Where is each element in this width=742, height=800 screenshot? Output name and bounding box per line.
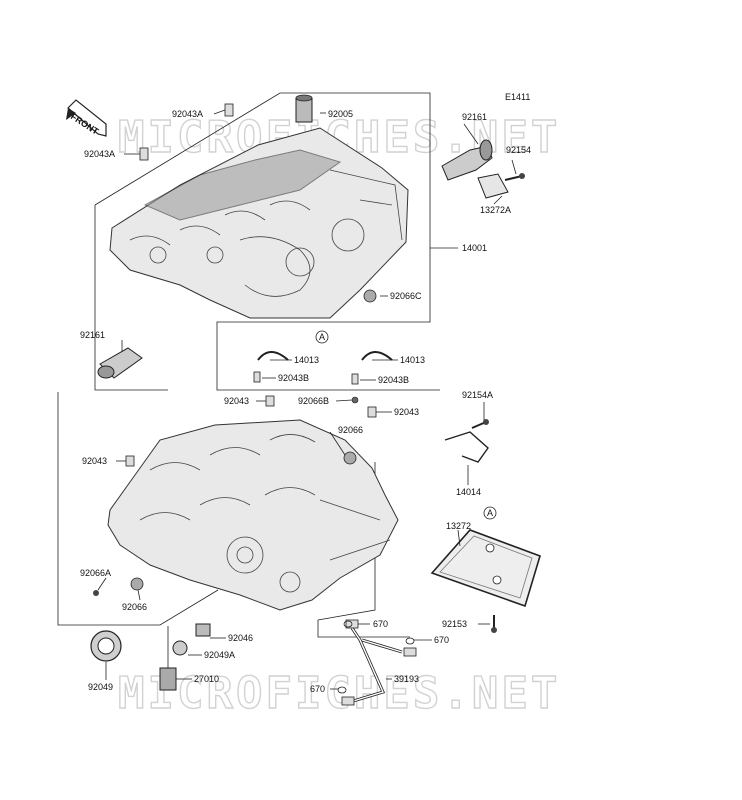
label-92154A: 92154A xyxy=(462,390,493,400)
label-670-c: 670 xyxy=(310,684,325,694)
label-14001: 14001 xyxy=(462,243,487,253)
ref-marker-bottom: A xyxy=(483,506,497,520)
label-14013-left: 14013 xyxy=(294,355,319,365)
bearing-14013-right xyxy=(361,351,393,361)
label-92066: 92066 xyxy=(338,425,363,435)
label-92066C: 92066C xyxy=(390,291,422,301)
label-92153: 92153 xyxy=(442,619,467,629)
label-92049: 92049 xyxy=(88,682,113,692)
label-670-b: 670 xyxy=(434,635,449,645)
upper-crankcase xyxy=(109,127,409,319)
dowel-92043A-left xyxy=(139,147,149,161)
label-14014: 14014 xyxy=(456,487,481,497)
label-670-a: 670 xyxy=(373,619,388,629)
label-27010: 27010 xyxy=(194,674,219,684)
plug-92066A xyxy=(93,590,99,596)
part-92005 xyxy=(295,94,313,123)
part-92161-top xyxy=(441,139,493,181)
switch-27010 xyxy=(159,626,177,691)
dowel-92043B-left xyxy=(253,371,261,383)
watermark-bottom: MICROFICHES.NET xyxy=(118,668,560,719)
label-92161-top: 92161 xyxy=(462,112,487,122)
label-92043-right: 92043 xyxy=(394,407,419,417)
label-92005: 92005 xyxy=(328,109,353,119)
label-92066-bottom: 92066 xyxy=(122,602,147,612)
label-92043-top: 92043 xyxy=(224,396,249,406)
label-92043B-left: 92043B xyxy=(278,373,309,383)
dowel-92043A-top xyxy=(224,103,234,117)
dowel-92043B-right xyxy=(351,373,359,385)
label-13272A: 13272A xyxy=(480,205,511,215)
label-92043-left: 92043 xyxy=(82,456,107,466)
label-39193: 39193 xyxy=(394,674,419,684)
oring-670-c xyxy=(337,686,347,694)
oring-670-b xyxy=(405,637,415,645)
bolt-92153 xyxy=(491,615,497,633)
svg-text:A: A xyxy=(319,332,325,342)
front-arrow-icon: FRONT xyxy=(66,99,107,137)
ref-marker-top: A xyxy=(315,330,329,344)
lower-crankcase xyxy=(107,419,399,611)
plug-92066 xyxy=(343,451,357,465)
label-92066A: 92066A xyxy=(80,568,111,578)
plate-13272 xyxy=(430,529,541,608)
leader-lines xyxy=(97,109,517,690)
diagram-code: E1411 xyxy=(505,92,530,102)
plug-92066-bottom xyxy=(130,577,144,591)
oring-670-a xyxy=(343,620,353,628)
part-92161-left xyxy=(97,347,143,379)
label-92066B: 92066B xyxy=(298,396,329,406)
label-92043A-left: 92043A xyxy=(84,149,115,159)
plug-92066B xyxy=(351,396,359,404)
part-92154A xyxy=(471,419,489,429)
upper-group-frame xyxy=(94,92,458,391)
label-14013-right: 14013 xyxy=(400,355,425,365)
label-92043B-right: 92043B xyxy=(378,375,409,385)
dowel-92043-left xyxy=(125,455,135,467)
label-92046: 92046 xyxy=(228,633,253,643)
bracket-14014 xyxy=(444,431,489,463)
bearing-14013-left xyxy=(257,351,289,361)
plug-92066C xyxy=(363,289,377,303)
part-92154 xyxy=(504,173,525,181)
plate-13272A xyxy=(477,173,509,199)
label-92049A: 92049A xyxy=(204,650,235,660)
bearing-92046 xyxy=(195,623,211,637)
label-92043A-top: 92043A xyxy=(172,109,203,119)
label-92154: 92154 xyxy=(506,145,531,155)
dowel-92043-top xyxy=(265,395,275,407)
seal-92049 xyxy=(90,630,122,662)
label-13272: 13272 xyxy=(446,521,471,531)
seal-92049A xyxy=(172,640,188,656)
svg-text:A: A xyxy=(487,508,493,518)
dowel-92043-right xyxy=(367,406,377,418)
label-92161-left: 92161 xyxy=(80,330,105,340)
